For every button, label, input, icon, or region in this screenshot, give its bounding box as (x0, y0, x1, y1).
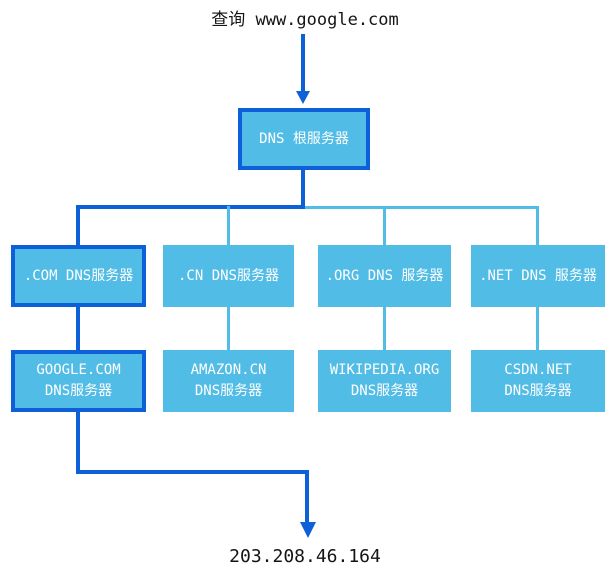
node-label: .ORG DNS 服务器 (325, 267, 444, 284)
result-path-horizontal (76, 470, 309, 474)
resolved-ip-label: 203.208.46.164 (229, 546, 381, 567)
result-path-vertical-right (305, 470, 309, 523)
node-wikipedia-org-dns: WIKIPEDIA.ORG DNS服务器 (318, 350, 451, 412)
bus-horizontal-highlighted (76, 205, 305, 209)
connector-bus-cn (227, 206, 230, 245)
connector-net-csdn (536, 307, 539, 350)
node-label-line2: DNS服务器 (44, 383, 113, 399)
node-dns-root: DNS 根服务器 (238, 108, 370, 170)
connector-org-wikipedia (383, 307, 386, 350)
node-label-line1: AMAZON.CN (190, 362, 267, 378)
connector-bus-com (76, 205, 80, 245)
node-csdn-net-dns: CSDN.NET DNS服务器 (471, 350, 605, 412)
node-label-line2: DNS服务器 (350, 383, 419, 399)
node-amazon-cn-dns: AMAZON.CN DNS服务器 (163, 350, 294, 412)
arrow-head-down-icon (300, 522, 316, 538)
node-label-line1: WIKIPEDIA.ORG (329, 362, 440, 378)
query-title: 查询 www.google.com (211, 10, 399, 30)
node-google-com-dns: GOOGLE.COM DNS服务器 (11, 350, 146, 412)
connector-com-google (76, 307, 80, 350)
node-label-line1: GOOGLE.COM (36, 362, 121, 378)
node-com-dns: .COM DNS服务器 (11, 245, 146, 307)
node-label-line2: DNS服务器 (504, 383, 572, 399)
connector-cn-amazon (227, 307, 230, 350)
connector-bus-org (383, 206, 386, 245)
node-label-line1: CSDN.NET (504, 362, 572, 378)
query-arrow-shaft (301, 34, 305, 92)
bus-horizontal (305, 206, 539, 209)
arrow-head-down-icon (296, 91, 310, 104)
node-label: .COM DNS服务器 (23, 267, 134, 284)
node-label: DNS 根服务器 (259, 130, 349, 147)
node-label: .NET DNS 服务器 (479, 267, 597, 284)
node-cn-dns: .CN DNS服务器 (163, 245, 294, 307)
node-label: .CN DNS服务器 (177, 267, 279, 284)
node-org-dns: .ORG DNS 服务器 (318, 245, 451, 307)
result-path-vertical-left (76, 412, 80, 474)
connector-root-bus (301, 170, 305, 207)
node-net-dns: .NET DNS 服务器 (471, 245, 605, 307)
connector-bus-net (536, 206, 539, 245)
node-label-line2: DNS服务器 (194, 383, 263, 399)
